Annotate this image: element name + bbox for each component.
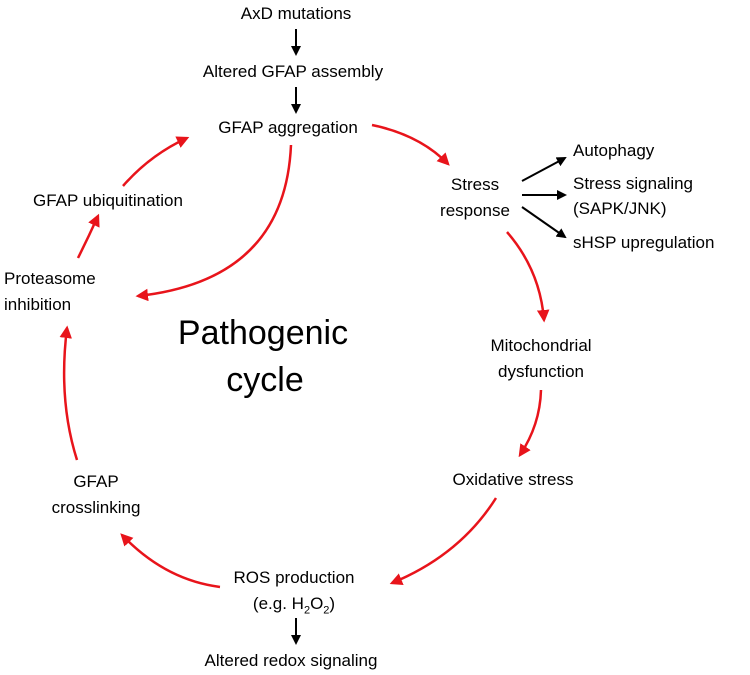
node-stress-signaling-line1: Stress signaling [573,174,694,193]
node-stress-response-line1: Stress [450,175,500,194]
node-axd-mutations: AxD mutations [240,4,352,23]
node-autophagy: Autophagy [573,141,655,160]
node-stress-signaling-line2: (SAPK/JNK) [573,199,667,218]
arrow-mito-to-oxidative [518,389,543,458]
ros-oxygen: O [310,594,324,613]
node-oxidative-stress: Oxidative stress [452,470,574,489]
node-gfap-crosslinking-line1: GFAP [73,472,119,491]
arrow-stress-to-shsp [521,206,567,239]
center-label-line1: Pathogenic [177,314,349,352]
node-mitochondrial-line2: dysfunction [498,362,584,381]
node-stress-response-line2: response [440,201,510,220]
ros-close-paren: ) [329,594,336,613]
arrow-aggregation-to-stress [371,123,450,166]
node-proteasome-line2: inhibition [4,295,72,314]
node-mitochondrial-line1: Mitochondrial [490,336,592,355]
node-altered-redox-signaling: Altered redox signaling [204,651,378,670]
ros-o-subscript: 2 [323,604,330,617]
ros-eg-prefix: (e.g. H [252,594,304,613]
arrow-ros-to-crosslinking [120,533,221,589]
arrow-proteasome-to-ubiquitination [76,213,100,259]
arrow-ubiquitination-to-aggregation [122,136,190,187]
node-gfap-crosslinking-line2: crosslinking [51,498,141,517]
ros-h-subscript: 2 [303,604,311,617]
node-proteasome-line1: Proteasome [4,269,96,288]
arrow-oxidative-to-ros [389,497,498,585]
center-label-line2: cycle [226,361,304,399]
node-altered-gfap-assembly: Altered GFAP assembly [202,62,384,81]
node-gfap-aggregation: GFAP aggregation [218,118,358,137]
node-ros-production-line1: ROS production [233,568,355,587]
arrow-stress-to-autophagy [521,157,567,182]
arrow-stress-to-mito [506,231,550,323]
node-ros-production-line2: (e.g. H2O2) [253,591,335,617]
arrow-crosslinking-to-proteasome [59,325,79,461]
node-gfap-ubiquitination: GFAP ubiquitination [33,191,183,210]
arrow-aggregation-to-proteasome [135,144,293,302]
node-shsp-upregulation: sHSP upregulation [573,233,715,252]
